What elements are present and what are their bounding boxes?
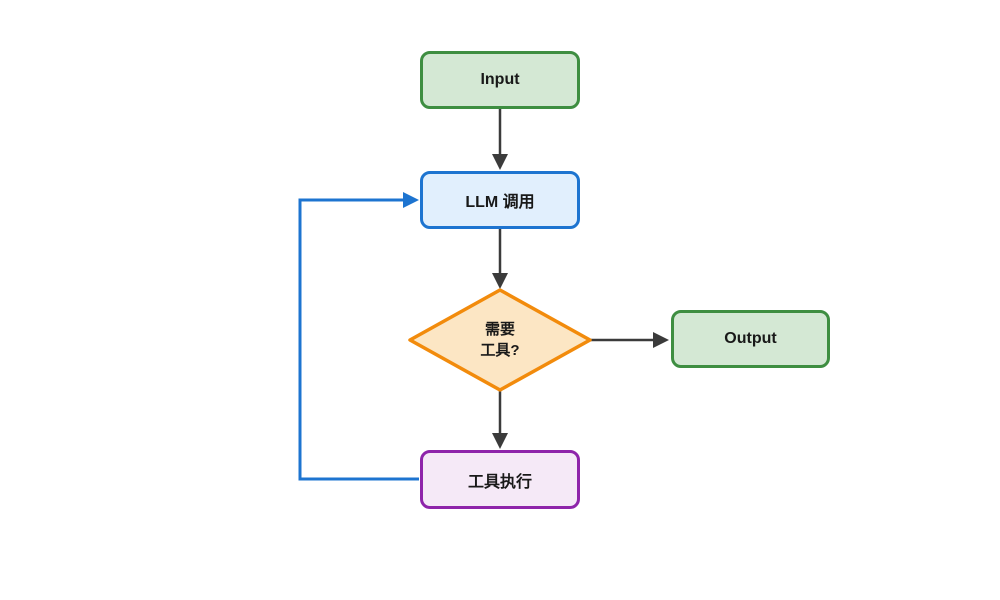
edge-input-to-llm bbox=[492, 109, 508, 170]
edge-decision-to-output bbox=[590, 332, 669, 348]
node-llm-call-label: LLM 调用 bbox=[465, 194, 535, 211]
node-output-label: Output bbox=[724, 330, 777, 347]
edge-tool-loop-to-llm bbox=[298, 192, 419, 481]
node-input-label: Input bbox=[480, 71, 520, 88]
arrowhead-right-icon bbox=[403, 192, 419, 208]
arrowhead-right-icon bbox=[653, 332, 669, 348]
node-output: Output bbox=[671, 310, 830, 368]
node-input: Input bbox=[420, 51, 580, 109]
node-tool-exec-label: 工具执行 bbox=[467, 473, 532, 491]
node-llm-call: LLM 调用 bbox=[420, 171, 580, 229]
edge-decision-to-tool bbox=[492, 390, 508, 449]
node-tool-exec: 工具执行 bbox=[420, 450, 580, 509]
edge-llm-to-decision bbox=[492, 229, 508, 289]
arrowhead-down-icon bbox=[492, 273, 508, 289]
arrowhead-down-icon bbox=[492, 154, 508, 170]
arrowhead-down-icon bbox=[492, 433, 508, 449]
decision-diamond-shape bbox=[408, 288, 592, 392]
